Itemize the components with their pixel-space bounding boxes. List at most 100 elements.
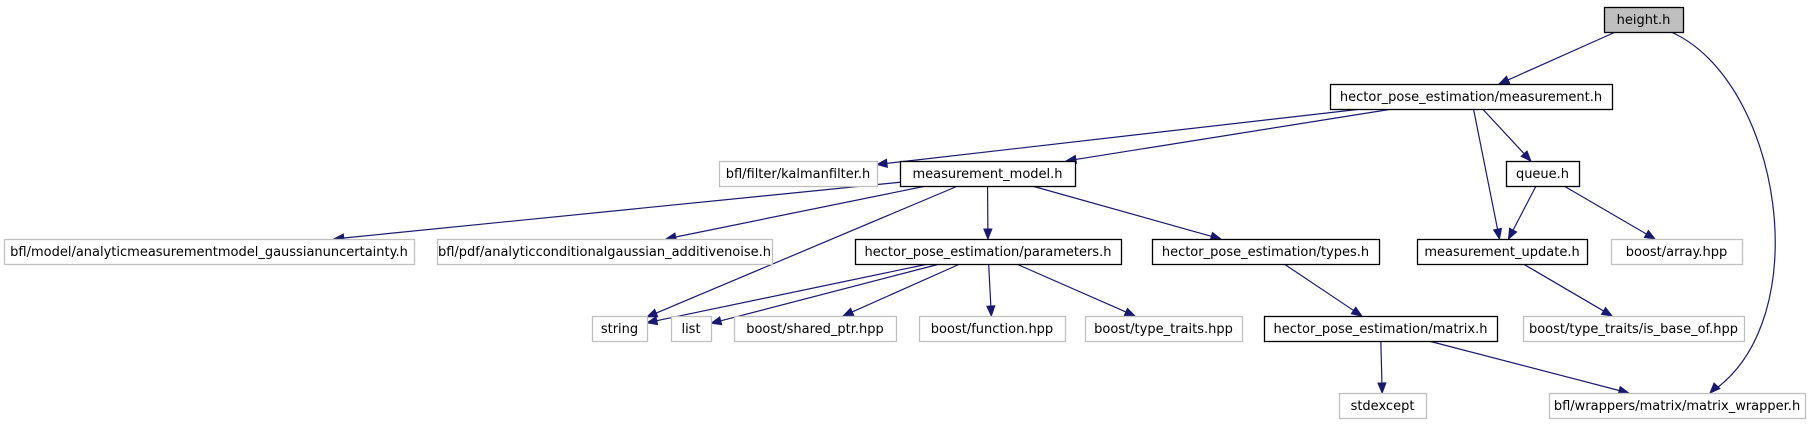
- node-label: boost/type_traits.hpp: [1094, 322, 1233, 337]
- node-label: string: [601, 322, 638, 337]
- edge-arrowhead: [986, 305, 996, 318]
- edge-line: [1016, 263, 1127, 313]
- node-label: hector_pose_estimation/parameters.h: [865, 245, 1112, 260]
- node-measurement_h[interactable]: hector_pose_estimation/measurement.h: [1329, 83, 1614, 111]
- edge-arrowhead: [1709, 382, 1721, 394]
- edge-arrowhead: [983, 228, 993, 241]
- edge-measurement_h-to-kalmanfilter_h: [875, 108, 1362, 168]
- node-box: [733, 315, 898, 343]
- edge-line: [1670, 31, 1776, 394]
- edge-measurement_h-to-measurement_model_h: [1064, 108, 1393, 165]
- edge-line: [1512, 185, 1537, 231]
- edge-matrix_h-to-matrix_wrapper_h: [1428, 340, 1631, 395]
- node-label: bfl/filter/kalmanfilter.h: [726, 167, 871, 182]
- node-box: [718, 160, 879, 188]
- node-boost_function_hpp: boost/function.hpp: [918, 315, 1067, 343]
- edge-arrowhead: [1600, 306, 1614, 317]
- node-boost_array_hpp: boost/array.hpp: [1610, 238, 1744, 266]
- node-box: [670, 315, 713, 343]
- edge-measurement_model_h-to-types_h: [1031, 185, 1223, 241]
- edge-parameters_h-to-boost_shared_ptr_hpp: [841, 263, 961, 317]
- edge-line: [1507, 31, 1616, 81]
- node-box: [1505, 160, 1581, 188]
- node-analyticmeasurementmodel_h: bfl/model/analyticmeasurementmodel_gauss…: [3, 238, 416, 266]
- node-label: measurement_model.h: [912, 167, 1062, 182]
- node-label: bfl/pdf/analyticconditionalgaussian_addi…: [438, 245, 771, 260]
- edge-line: [988, 263, 992, 307]
- node-label: list: [681, 322, 700, 337]
- node-stdexcept: stdexcept: [1338, 392, 1428, 420]
- edge-line: [886, 108, 1362, 164]
- nodes-layer: height.h hector_pose_estimation/measureme…: [3, 6, 1807, 420]
- node-label: hector_pose_estimation/types.h: [1162, 245, 1369, 260]
- edge-arrowhead: [1377, 382, 1387, 395]
- node-measurement_update_h[interactable]: measurement_update.h: [1416, 238, 1589, 266]
- node-box: [854, 238, 1123, 266]
- edge-arrowhead: [645, 308, 659, 318]
- edge-line: [343, 181, 901, 239]
- node-box: [1263, 315, 1499, 343]
- node-box: [591, 315, 649, 343]
- edge-line: [1563, 185, 1647, 235]
- edge-measurement_h-to-queue_h: [1482, 108, 1532, 162]
- edge-line: [656, 263, 929, 322]
- edge-measurement_model_h-to-string: [645, 185, 959, 318]
- edge-arrowhead: [1497, 75, 1511, 85]
- node-label: hector_pose_estimation/matrix.h: [1274, 322, 1488, 337]
- node-list: list: [670, 315, 713, 343]
- edge-measurement_model_h-to-analyticconditionalgaussian_h: [664, 185, 927, 242]
- edge-line: [1472, 108, 1499, 230]
- node-box: [3, 238, 416, 266]
- edge-arrowhead: [841, 307, 855, 317]
- node-box: [1338, 392, 1428, 420]
- edge-height_h-to-matrix_wrapper_h: [1670, 31, 1776, 394]
- edge-line: [1523, 263, 1604, 312]
- node-types_h[interactable]: hector_pose_estimation/types.h: [1151, 238, 1381, 266]
- node-boost_shared_ptr_hpp: boost/shared_ptr.hpp: [733, 315, 898, 343]
- node-box: [1416, 238, 1589, 266]
- node-queue_h[interactable]: queue.h: [1505, 160, 1581, 188]
- edge-arrowhead: [1520, 150, 1532, 162]
- node-kalmanfilter_h: bfl/filter/kalmanfilter.h: [718, 160, 879, 188]
- node-box: [1522, 315, 1746, 343]
- node-parameters_h[interactable]: hector_pose_estimation/parameters.h: [854, 238, 1123, 266]
- edge-arrowhead: [1350, 306, 1363, 317]
- edge-measurement_update_h-to-is_base_of_hpp: [1523, 263, 1614, 317]
- edge-line: [1075, 108, 1393, 161]
- node-label: bfl/model/analyticmeasurementmodel_gauss…: [10, 245, 408, 260]
- edge-line: [851, 263, 961, 313]
- node-box: [1603, 6, 1685, 34]
- edge-parameters_h-to-list: [709, 263, 940, 326]
- edge-line: [1031, 185, 1212, 237]
- edge-line: [1482, 108, 1525, 155]
- node-boost_type_traits_hpp: boost/type_traits.hpp: [1084, 315, 1244, 343]
- edge-types_h-to-matrix_h: [1283, 263, 1363, 317]
- edge-line: [655, 185, 959, 314]
- node-string: string: [591, 315, 649, 343]
- node-matrix_h[interactable]: hector_pose_estimation/matrix.h: [1263, 315, 1499, 343]
- node-box: [899, 160, 1077, 188]
- node-measurement_model_h[interactable]: measurement_model.h: [899, 160, 1077, 188]
- node-label: stdexcept: [1351, 399, 1415, 414]
- edge-arrowhead: [709, 316, 723, 326]
- node-label: height.h: [1617, 13, 1671, 28]
- node-label: measurement_update.h: [1424, 245, 1579, 260]
- edge-matrix_h-to-stdexcept: [1377, 340, 1387, 395]
- edge-measurement_model_h-to-parameters_h: [983, 185, 993, 241]
- edge-line: [1428, 340, 1620, 392]
- node-label: boost/function.hpp: [931, 322, 1053, 337]
- edge-height_h-to-measurement_h: [1497, 31, 1616, 85]
- edge-line: [675, 185, 927, 238]
- node-matrix_wrapper_h: bfl/wrappers/matrix/matrix_wrapper.h: [1548, 392, 1807, 420]
- node-box: [436, 238, 774, 266]
- edge-arrowhead: [875, 158, 888, 168]
- node-box: [918, 315, 1067, 343]
- node-label: queue.h: [1516, 167, 1569, 182]
- edge-arrowhead: [645, 315, 659, 326]
- node-box: [1548, 392, 1807, 420]
- node-box: [1610, 238, 1744, 266]
- node-height_h[interactable]: height.h: [1603, 6, 1685, 34]
- edge-arrowhead: [1492, 227, 1503, 241]
- edge-arrowhead: [1643, 229, 1657, 240]
- edge-queue_h-to-measurement_update_h: [1507, 185, 1537, 241]
